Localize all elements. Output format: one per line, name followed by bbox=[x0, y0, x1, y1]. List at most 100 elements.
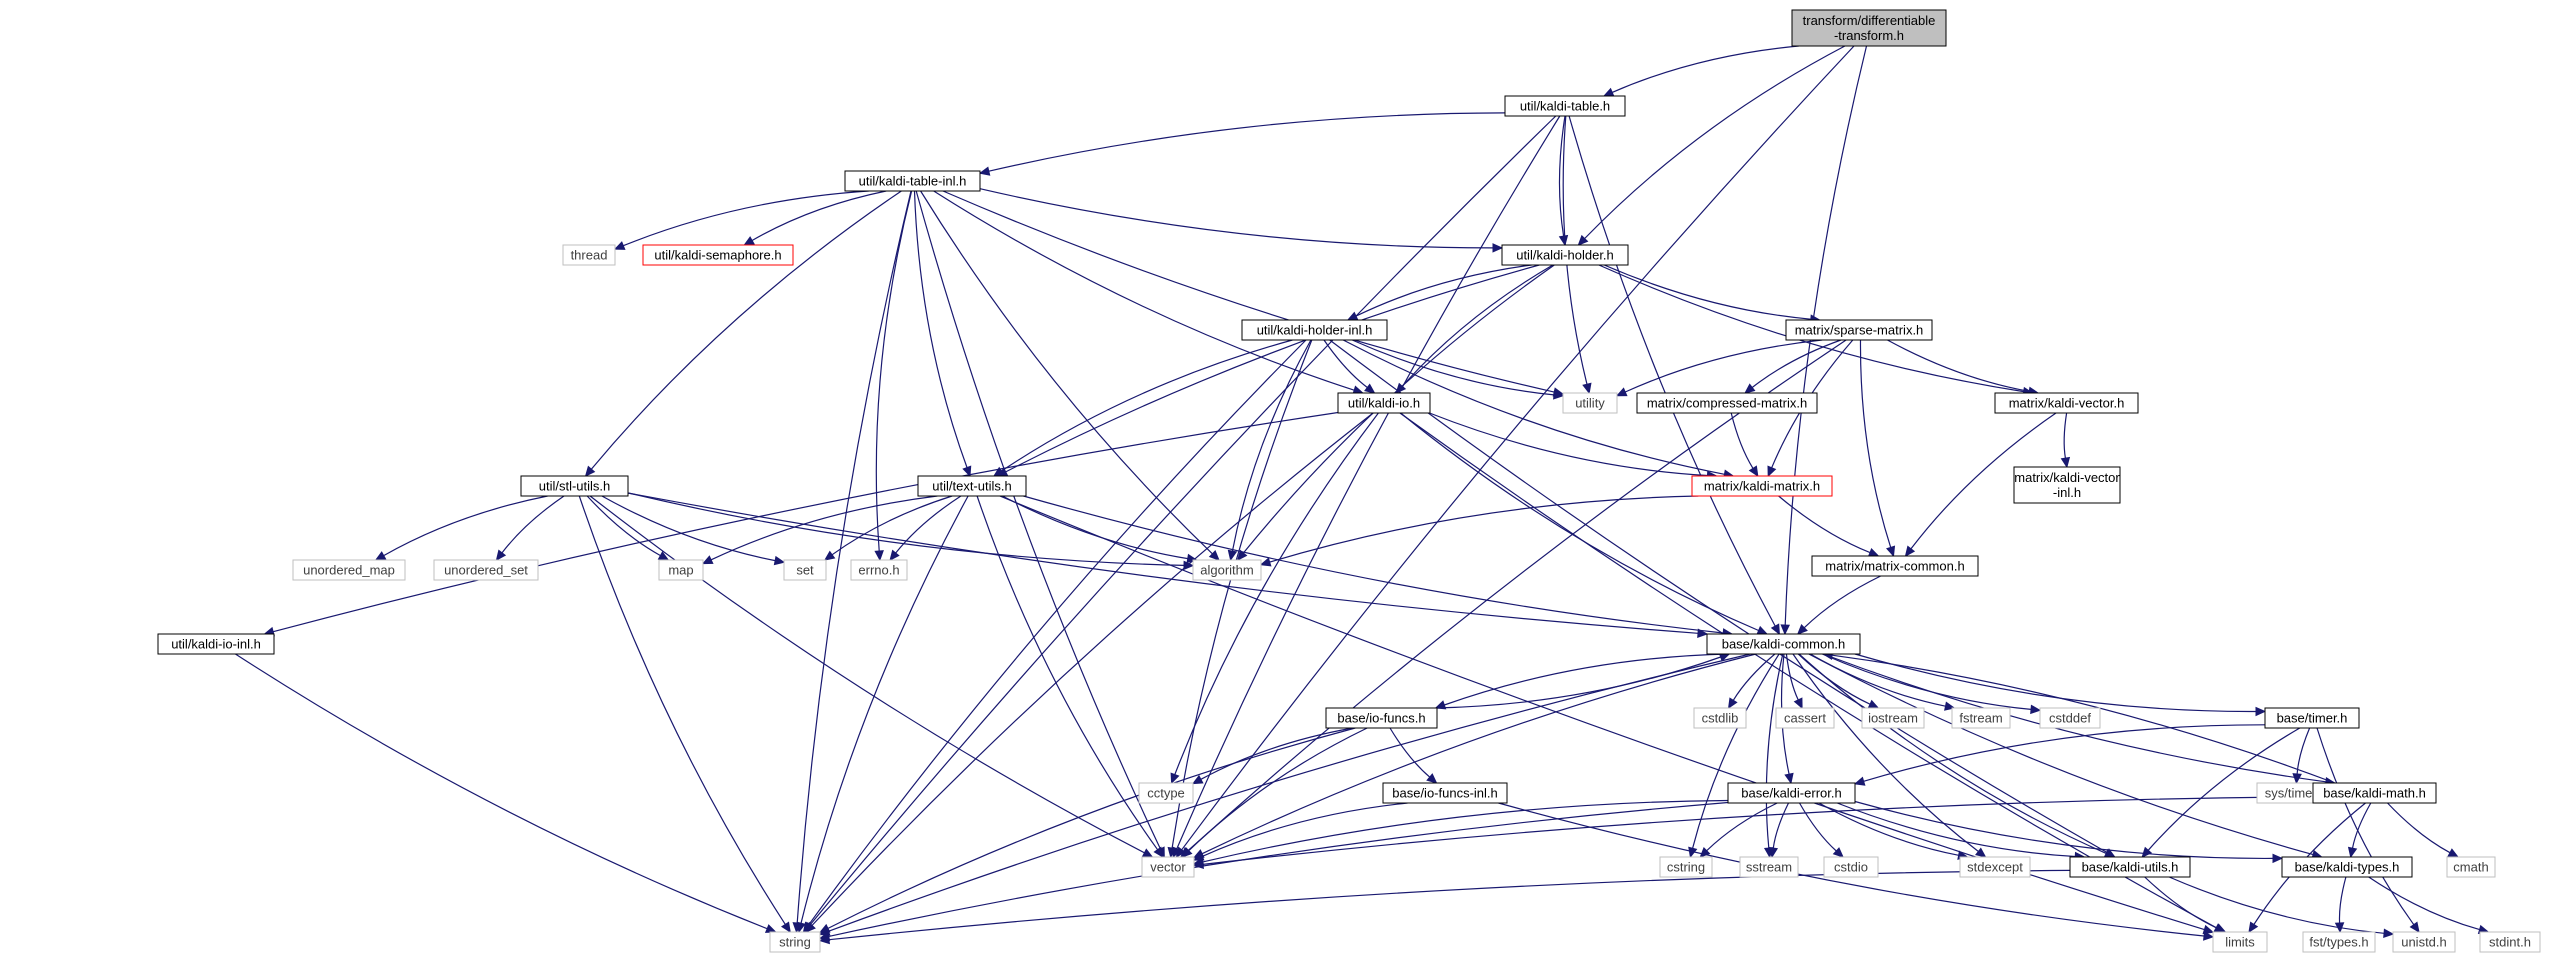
node-kaldi-matrix[interactable]: matrix/kaldi-matrix.h bbox=[1691, 475, 1833, 497]
node-kaldi-table-inl[interactable]: util/kaldi-table-inl.h bbox=[844, 170, 981, 192]
node-label: set bbox=[796, 563, 814, 578]
node-kaldi-utils[interactable]: base/kaldi-utils.h bbox=[2069, 856, 2191, 878]
node-kaldi-io-inl[interactable]: util/kaldi-io-inl.h bbox=[157, 633, 275, 655]
edge-arrowhead bbox=[1697, 628, 1709, 639]
edge-line bbox=[920, 190, 1213, 555]
edge-stl_utils-to-unordered_map bbox=[374, 495, 548, 561]
edge-line bbox=[1444, 653, 1730, 706]
node-label: string bbox=[779, 935, 811, 950]
edge-arrowhead bbox=[1153, 846, 1164, 859]
edge-arrowhead bbox=[1975, 847, 1987, 858]
edge-arrowhead bbox=[1796, 623, 1808, 635]
edge-line bbox=[1692, 653, 1780, 849]
edge-line bbox=[1808, 653, 2314, 856]
edge-line bbox=[1400, 412, 1759, 632]
node-io-funcs[interactable]: base/io-funcs.h bbox=[1325, 707, 1438, 729]
edge-line bbox=[1910, 412, 2057, 550]
node-stdexcept: stdexcept bbox=[1959, 856, 2031, 878]
edge-io_funcs-to-cctype bbox=[1191, 727, 1353, 785]
node-box bbox=[562, 244, 616, 266]
edge-line bbox=[2316, 727, 2415, 926]
edge-text_utils-to-set bbox=[823, 495, 953, 561]
edge-line bbox=[1706, 802, 1778, 852]
edge-line bbox=[976, 495, 1159, 851]
edge-kaldi_error-to-cstdio bbox=[1798, 802, 1844, 858]
edge-line bbox=[2063, 412, 2068, 459]
node-label: stdint.h bbox=[2489, 935, 2531, 950]
edge-arrowhead bbox=[1170, 772, 1180, 785]
node-label: util/kaldi-table-inl.h bbox=[859, 174, 967, 189]
node-compressed-matrix[interactable]: matrix/compressed-matrix.h bbox=[1636, 392, 1818, 414]
edge-arrowhead bbox=[962, 465, 972, 478]
edge-kaldi_common-to-io_funcs bbox=[1434, 653, 1730, 710]
edge-line bbox=[1401, 264, 1554, 387]
edge-line bbox=[1342, 339, 1725, 475]
node-kaldi-io[interactable]: util/kaldi-io.h bbox=[1337, 392, 1431, 414]
edge-line bbox=[1798, 802, 1837, 852]
edge-kaldi_holder_inl-to-kaldi_io bbox=[1323, 339, 1376, 394]
edge-line bbox=[1231, 339, 1312, 552]
edge-arrowhead bbox=[1183, 560, 1195, 571]
node-label: util/kaldi-table.h bbox=[1520, 99, 1610, 114]
node-kaldi-error[interactable]: base/kaldi-error.h bbox=[1727, 782, 1856, 804]
edge-line bbox=[1202, 796, 2314, 865]
node-label: matrix/sparse-matrix.h bbox=[1795, 323, 1924, 338]
edge-kaldi_table_inl-to-kaldi_holder bbox=[979, 188, 1504, 253]
edge-line bbox=[1351, 339, 1555, 396]
node-label: cstdlib bbox=[1702, 711, 1739, 726]
node-stl-utils[interactable]: util/stl-utils.h bbox=[520, 475, 629, 497]
edge-text_utils-to-map bbox=[701, 495, 938, 565]
node-text-utils[interactable]: util/text-utils.h bbox=[917, 475, 1027, 497]
edge-timer-to-kaldi_utils bbox=[2141, 727, 2301, 858]
node-kaldi-types[interactable]: base/kaldi-types.h bbox=[2281, 856, 2413, 878]
edge-arrowhead bbox=[1867, 548, 1880, 557]
edge-line bbox=[913, 190, 968, 468]
edge-line bbox=[895, 495, 962, 554]
node-box bbox=[2212, 931, 2268, 953]
node-kaldi-holder[interactable]: util/kaldi-holder.h bbox=[1501, 244, 1629, 266]
node-kaldi-math[interactable]: base/kaldi-math.h bbox=[2312, 782, 2437, 804]
edge-text_utils-to-string bbox=[796, 495, 969, 934]
edge-line bbox=[796, 190, 912, 924]
edge-arrowhead bbox=[1259, 557, 1272, 567]
edge-kaldi_io_inl-to-string bbox=[235, 653, 777, 933]
edge-matrix_common-to-kaldi_common bbox=[1796, 575, 1881, 635]
node-io-funcs-inl[interactable]: base/io-funcs-inl.h bbox=[1382, 782, 1508, 804]
node-semaphore[interactable]: util/kaldi-semaphore.h bbox=[642, 244, 794, 266]
node-label: errno.h bbox=[858, 563, 899, 578]
node-box bbox=[1138, 782, 1194, 804]
node-kaldi-vector[interactable]: matrix/kaldi-vector.h bbox=[1994, 392, 2139, 414]
edge-arrowhead bbox=[1236, 549, 1248, 561]
node-timer[interactable]: base/timer.h bbox=[2264, 707, 2360, 729]
node-sparse-matrix[interactable]: matrix/sparse-matrix.h bbox=[1785, 319, 1933, 341]
node-root[interactable]: transform/differentiable-transform.h bbox=[1791, 9, 1947, 47]
node-kaldi-holder-inl[interactable]: util/kaldi-holder-inl.h bbox=[1241, 319, 1388, 341]
edge-text_utils-to-vector bbox=[976, 495, 1164, 859]
edge-line bbox=[1611, 45, 1799, 93]
node-label: cmath bbox=[2453, 860, 2488, 875]
node-kaldi-vector-inl[interactable]: matrix/kaldi-vector-inl.h bbox=[2013, 466, 2121, 504]
node-kaldi-table[interactable]: util/kaldi-table.h bbox=[1504, 95, 1626, 117]
edge-arrowhead bbox=[818, 934, 830, 945]
edge-arrowhead bbox=[2334, 922, 2345, 934]
edge-line bbox=[1751, 339, 1842, 388]
node-matrix-common[interactable]: matrix/matrix-common.h bbox=[1811, 555, 1979, 577]
node-cstring: cstring bbox=[1659, 856, 1713, 878]
edge-kaldi_matrix-to-matrix_common bbox=[1778, 495, 1880, 557]
edge-line bbox=[1176, 115, 1561, 849]
node-kaldi-common[interactable]: base/kaldi-common.h bbox=[1706, 633, 1861, 655]
edge-kaldi_math-to-kaldi_types bbox=[2347, 802, 2372, 859]
edge-arrowhead bbox=[780, 921, 791, 934]
node-label: unordered_map bbox=[303, 563, 395, 578]
edge-arrowhead bbox=[2141, 846, 2153, 858]
edge-arrowhead bbox=[818, 923, 831, 934]
node-box bbox=[1775, 707, 1835, 729]
edge-kaldi_common-to-stdexcept bbox=[1792, 653, 1987, 858]
edge-line bbox=[710, 495, 938, 561]
node-box bbox=[2312, 782, 2437, 804]
node-label: -transform.h bbox=[1834, 28, 1904, 43]
edge-stl_utils-to-algorithm bbox=[627, 492, 1195, 571]
edge-arrowhead bbox=[1784, 772, 1794, 785]
node-label: cctype bbox=[1147, 786, 1185, 801]
